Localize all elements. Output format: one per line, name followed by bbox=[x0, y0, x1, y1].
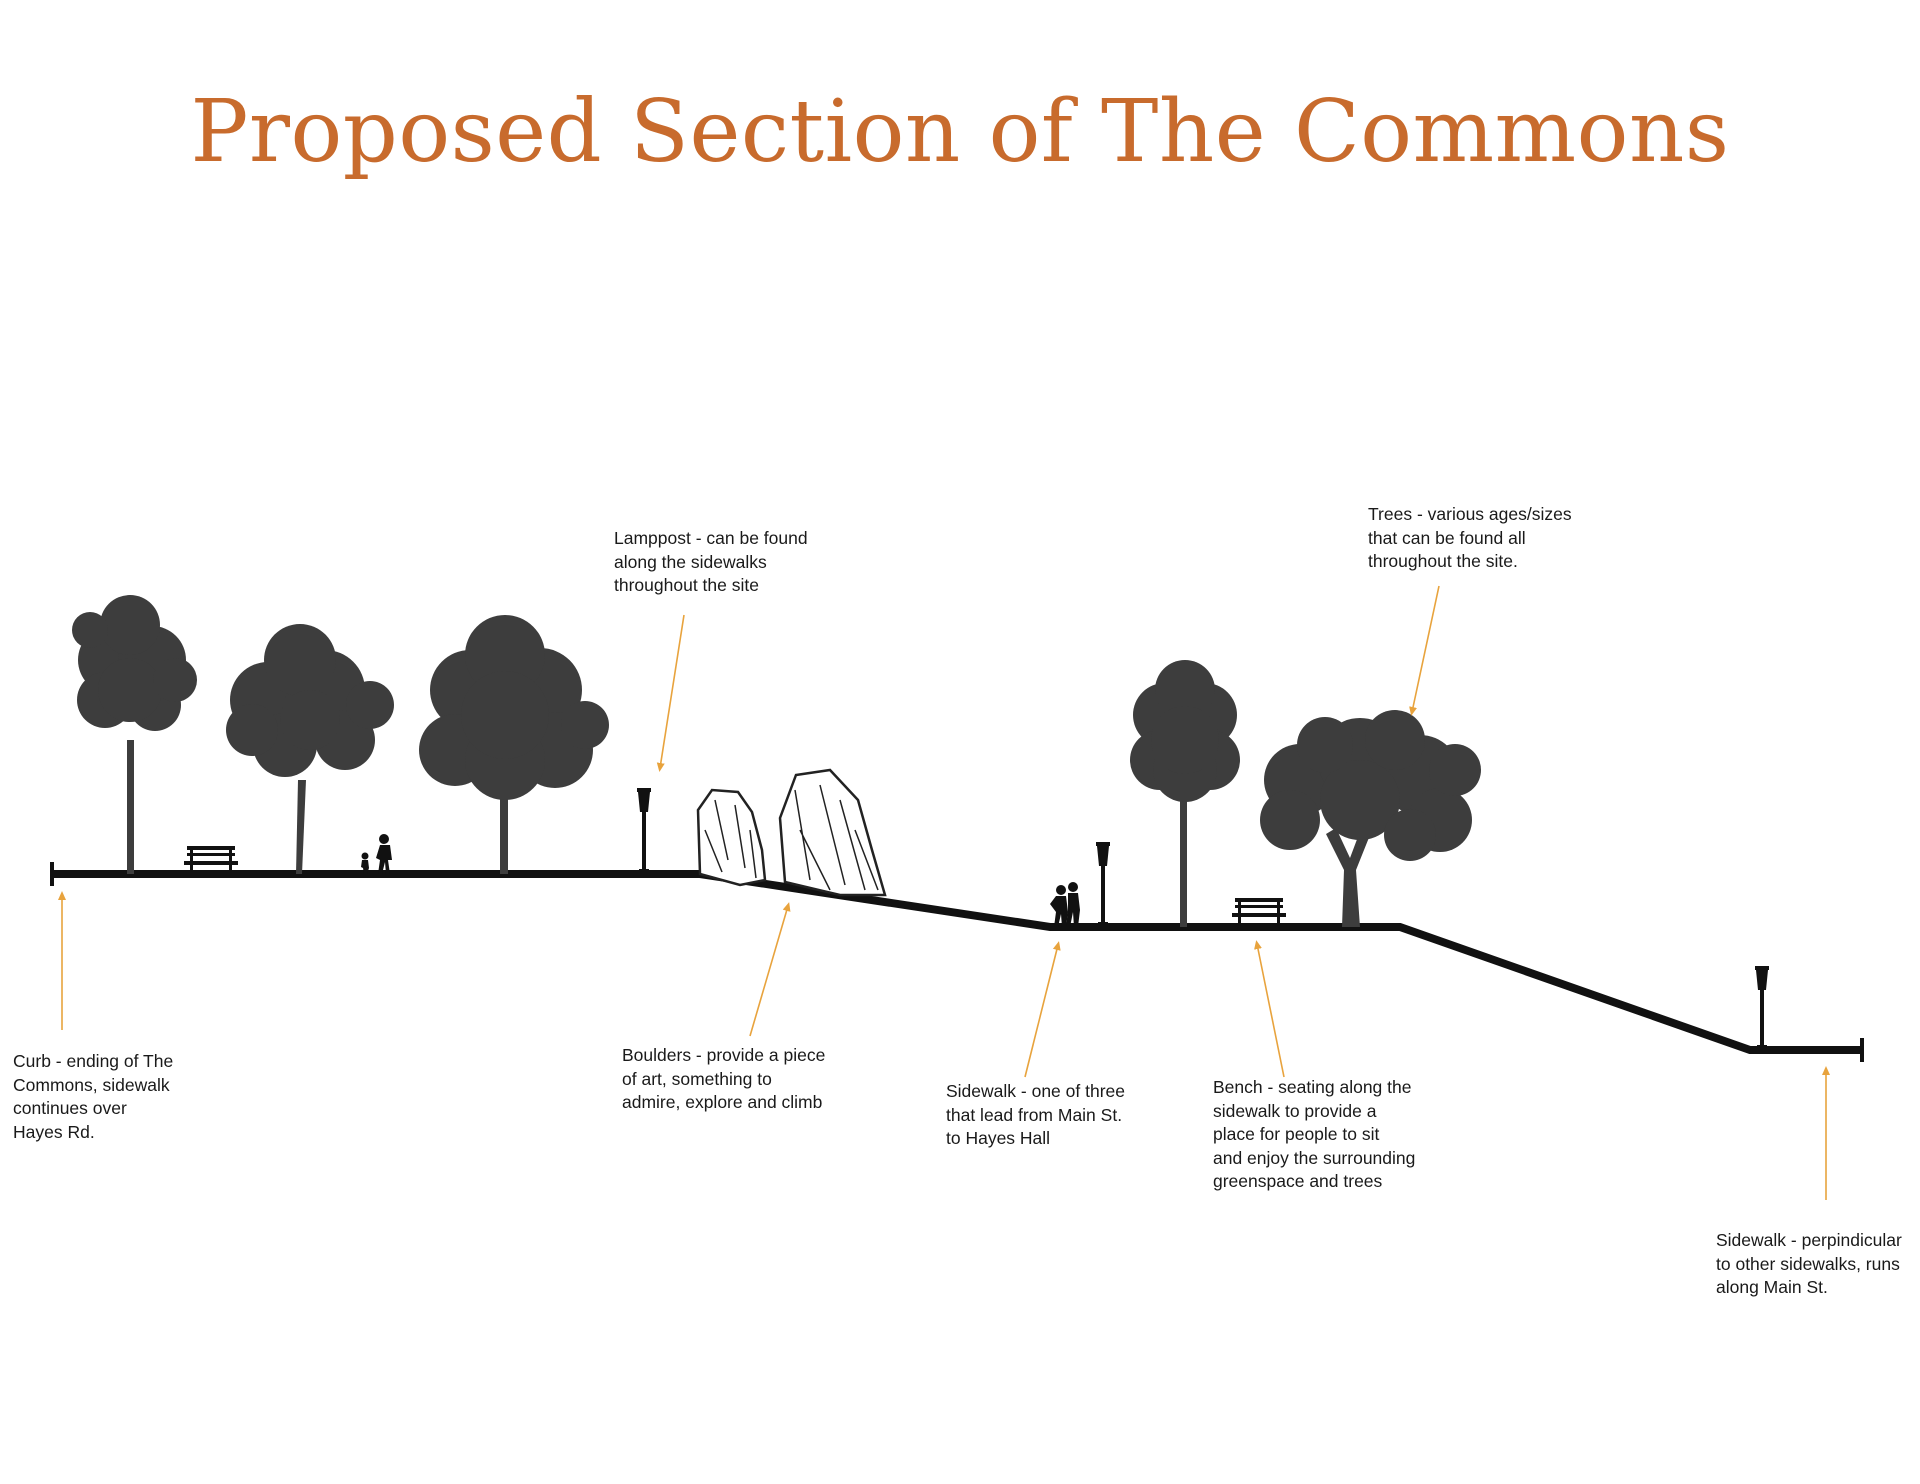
tree-icon bbox=[1260, 710, 1481, 927]
tree-icon bbox=[72, 595, 197, 874]
tree-icon bbox=[419, 615, 609, 874]
bench-icon bbox=[1232, 898, 1286, 927]
annotation-lamppost: Lamppost - can be found along the sidewa… bbox=[614, 528, 808, 595]
annotation-leaders bbox=[58, 585, 1830, 1200]
ground-profile bbox=[50, 862, 1864, 1062]
bench-icon bbox=[184, 846, 238, 874]
annotation-sidewalk-main: Sidewalk - one of three that lead from M… bbox=[946, 1081, 1125, 1148]
person-icon bbox=[376, 834, 392, 874]
lamppost-icon bbox=[1096, 842, 1110, 927]
annotation-sidewalk-perp: Sidewalk - perpindicular to other sidewa… bbox=[1716, 1230, 1902, 1297]
tree-icon bbox=[226, 624, 394, 874]
annotation-bench: Bench - seating along the sidewalk to pr… bbox=[1213, 1077, 1416, 1191]
leader-lamppost bbox=[656, 614, 685, 772]
annotation-curb: Curb - ending of The Commons, sidewalk c… bbox=[13, 1051, 174, 1142]
leader-trees bbox=[1409, 585, 1440, 716]
lamppost-icon bbox=[637, 788, 651, 874]
annotation-trees: Trees - various ages/sizes that can be f… bbox=[1368, 504, 1572, 571]
person-icon bbox=[1050, 882, 1080, 927]
leader-bench bbox=[1254, 940, 1285, 1078]
tree-icon bbox=[1130, 660, 1240, 927]
leader-sidewalk-main bbox=[1024, 941, 1061, 1078]
leader-boulders bbox=[749, 902, 791, 1037]
person-icon bbox=[361, 852, 369, 874]
annotation-boulders: Boulders - provide a piece of art, somet… bbox=[622, 1045, 826, 1112]
boulder-icon bbox=[696, 768, 887, 897]
page-title: Proposed Section of The Commons bbox=[190, 82, 1730, 182]
lamppost-icon bbox=[1755, 966, 1769, 1050]
